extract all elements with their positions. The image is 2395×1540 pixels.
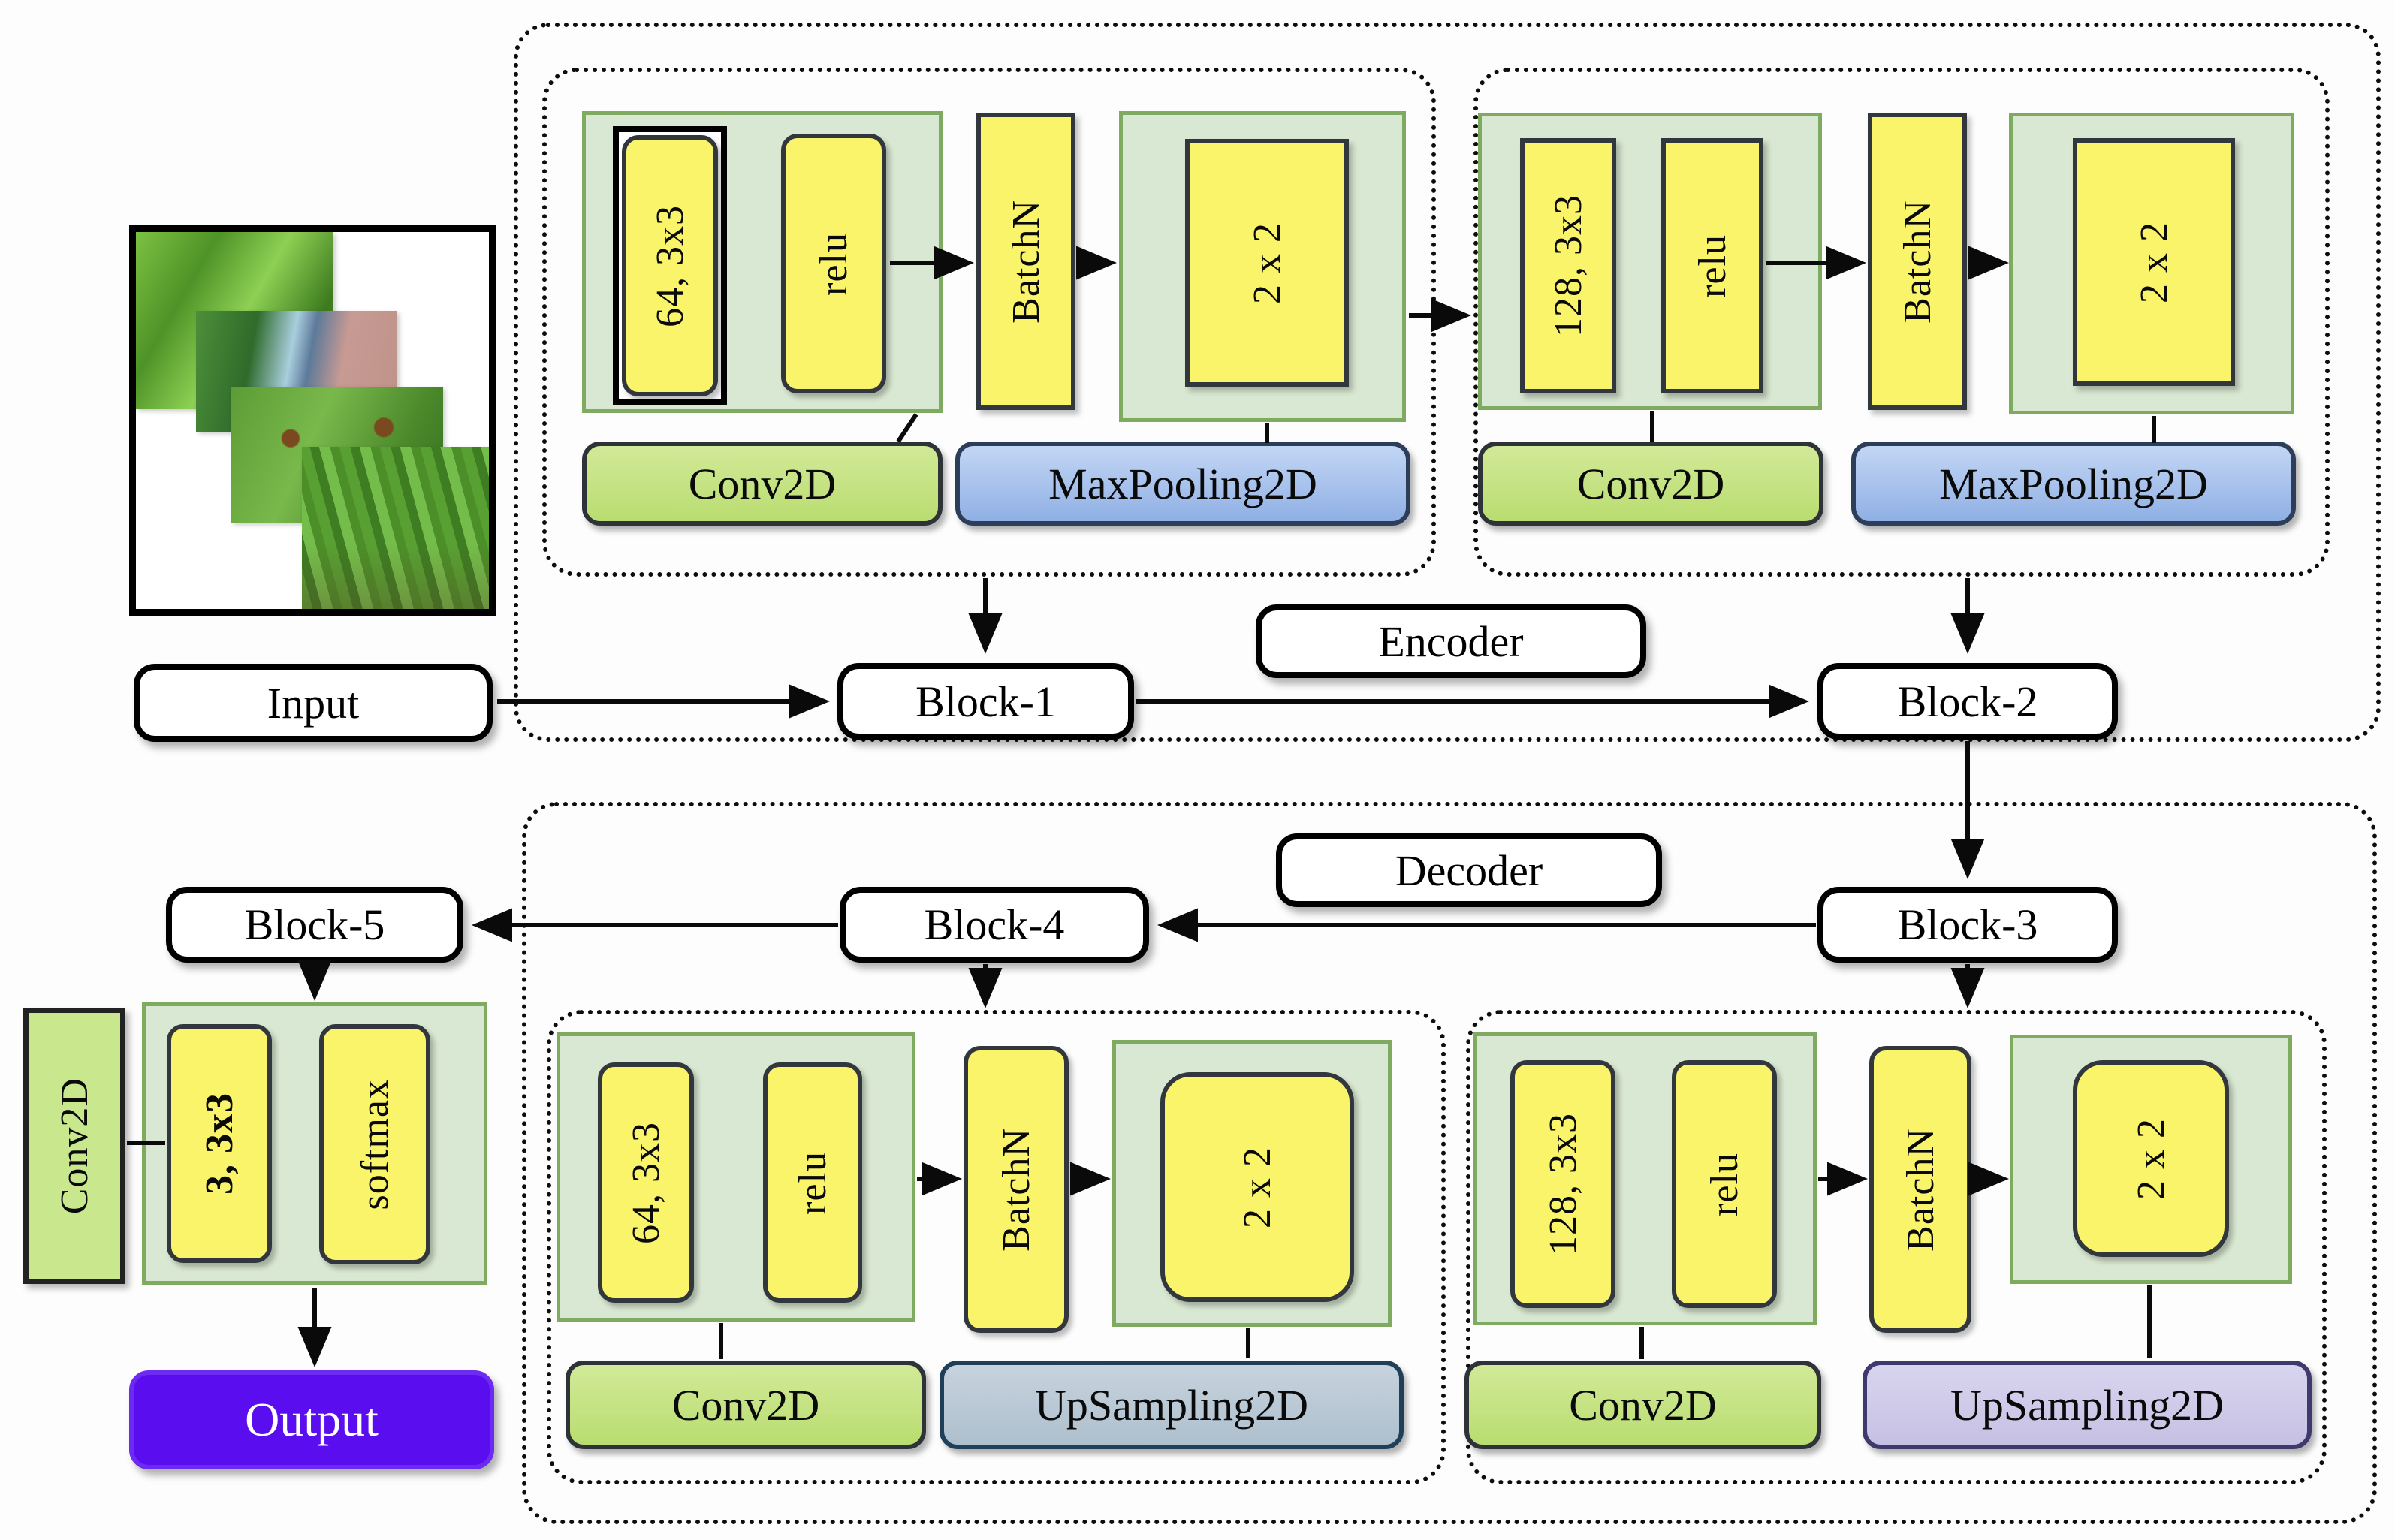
dec5-conv2d-label: Conv2D — [53, 1077, 96, 1215]
enc2-kernel-label: 128, 3x3 — [1546, 194, 1590, 337]
dec4-batchnorm-label: BatchN — [994, 1127, 1038, 1252]
dec3-activation-label: relu — [1703, 1152, 1746, 1216]
encoder-region-border — [514, 23, 2381, 742]
enc1-maxpooling-label: MaxPooling2D — [1048, 459, 1317, 508]
dec4-activation-box: relu — [763, 1062, 862, 1303]
dec5-activation-box: softmax — [319, 1024, 430, 1264]
dec4-upsample-box: 2 x 2 — [1160, 1072, 1354, 1302]
block1-label: Block-1 — [915, 677, 1056, 726]
encoder-block2-border — [1473, 68, 2330, 577]
dec4-batchnorm-box: BatchN — [964, 1046, 1069, 1333]
encoder-title-box: Encoder — [1256, 604, 1646, 678]
dec5-activation-label: softmax — [353, 1078, 397, 1210]
dec4-upsampling-pill: UpSampling2D — [940, 1361, 1404, 1449]
enc1-kernel-frame: 64, 3x3 — [613, 126, 727, 405]
dec5-conv2d-box: Conv2D — [23, 1008, 125, 1284]
decoder-block4-border — [547, 1010, 1446, 1484]
input-photo-rice-field — [301, 447, 489, 609]
dec3-upsampling-label: UpSampling2D — [1950, 1380, 2225, 1430]
dec5-kernel-label: 3, 3x3 — [198, 1092, 241, 1195]
encoder-title: Encoder — [1378, 616, 1524, 666]
dec3-batchnorm-box: BatchN — [1869, 1046, 1971, 1333]
dec4-kernel-label: 64, 3x3 — [624, 1121, 668, 1244]
enc2-pool-box: 2 x 2 — [2073, 138, 2235, 386]
enc2-conv2d-pill: Conv2D — [1478, 442, 1823, 526]
block5-label: Block-5 — [244, 900, 385, 949]
decoder-region-border — [522, 802, 2377, 1524]
dec3-activation-box: relu — [1672, 1060, 1777, 1308]
enc2-activation-label: relu — [1691, 234, 1734, 298]
dec3-conv2d-pill: Conv2D — [1464, 1361, 1821, 1449]
dec3-upsample-box: 2 x 2 — [2073, 1060, 2229, 1257]
enc2-activation-box: relu — [1661, 138, 1763, 393]
block4-label: Block-4 — [924, 900, 1065, 949]
decoder-block3-border — [1466, 1010, 2327, 1484]
enc2-kernel-box: 128, 3x3 — [1520, 138, 1616, 393]
enc2-batchnorm-label: BatchN — [1896, 199, 1939, 324]
decoder-title-box: Decoder — [1276, 833, 1662, 907]
dec3-kernel-label: 128, 3x3 — [1541, 1113, 1585, 1255]
enc1-pool-box: 2 x 2 — [1185, 139, 1349, 387]
enc1-conv2d-label: Conv2D — [688, 459, 837, 508]
block1-box: Block-1 — [837, 663, 1134, 740]
dec3-batchnorm-label: BatchN — [1899, 1127, 1942, 1252]
decoder-title: Decoder — [1395, 845, 1543, 895]
dec4-activation-label: relu — [791, 1150, 834, 1215]
input-image-frame — [129, 225, 496, 616]
enc1-pool-size: 2 x 2 — [1245, 222, 1289, 304]
dec5-kernel-box: 3, 3x3 — [167, 1024, 272, 1263]
dec4-conv2d-pill: Conv2D — [566, 1361, 926, 1449]
block3-box: Block-3 — [1817, 887, 2118, 963]
output-label: Output — [245, 1393, 379, 1446]
block3-label: Block-3 — [1897, 900, 2038, 949]
enc2-maxpooling-pill: MaxPooling2D — [1851, 442, 2296, 526]
output-box: Output — [129, 1370, 494, 1469]
enc1-kernel-label: 64, 3x3 — [648, 204, 692, 327]
dec3-upsample-size: 2 x 2 — [2129, 1117, 2173, 1200]
enc1-kernel-box: 64, 3x3 — [622, 135, 718, 396]
enc1-conv2d-pill: Conv2D — [582, 442, 943, 526]
block5-box: Block-5 — [166, 887, 463, 963]
block2-box: Block-2 — [1817, 663, 2118, 740]
dec3-conv2d-label: Conv2D — [1569, 1380, 1717, 1430]
block2-label: Block-2 — [1897, 677, 2038, 726]
enc1-batchnorm-label: BatchN — [1004, 199, 1048, 324]
enc2-pool-size: 2 x 2 — [2132, 221, 2176, 303]
enc1-activation-label: relu — [812, 231, 855, 296]
dec4-kernel-box: 64, 3x3 — [598, 1062, 694, 1303]
block4-box: Block-4 — [840, 887, 1149, 963]
enc2-conv2d-label: Conv2D — [1576, 459, 1725, 508]
input-label: Input — [267, 678, 360, 728]
enc1-maxpooling-pill: MaxPooling2D — [955, 442, 1410, 526]
enc2-batchnorm-box: BatchN — [1868, 113, 1967, 410]
dec3-upsampling-pill: UpSampling2D — [1863, 1361, 2312, 1449]
dec4-conv2d-label: Conv2D — [671, 1380, 820, 1430]
dec4-upsampling-label: UpSampling2D — [1034, 1380, 1309, 1430]
dec3-kernel-box: 128, 3x3 — [1510, 1060, 1615, 1308]
dec4-upsample-size: 2 x 2 — [1235, 1146, 1279, 1228]
input-box: Input — [134, 664, 493, 742]
enc1-batchnorm-box: BatchN — [976, 113, 1075, 410]
enc1-activation-box: relu — [781, 134, 886, 393]
enc2-maxpooling-label: MaxPooling2D — [1939, 459, 2208, 508]
